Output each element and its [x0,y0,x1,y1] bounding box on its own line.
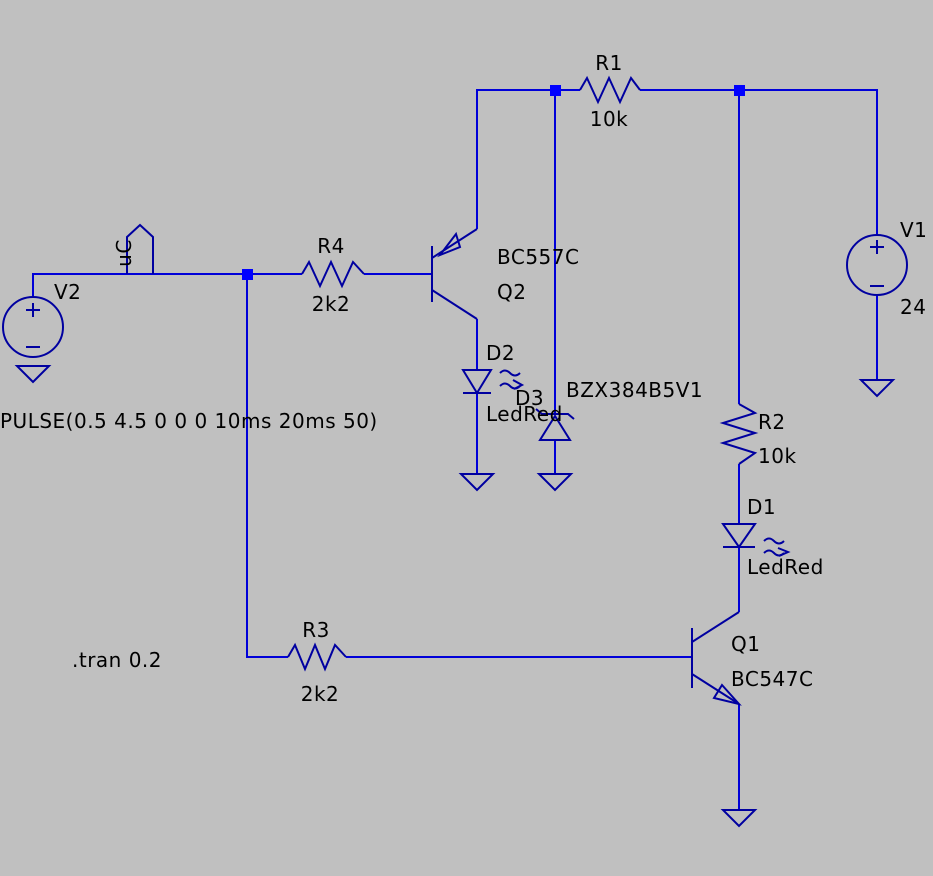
r4-name: R4 [317,234,345,258]
r3-value: 2k2 [301,682,340,706]
d2-model: LedRed [486,402,563,426]
r4-value: 2k2 [312,292,351,316]
ground-symbol [536,473,574,492]
d1-model: LedRed [747,555,824,579]
labels: R1 10k R4 2k2 R3 2k2 R2 10k BC557C Q2 Q1… [0,51,927,706]
ground-symbol [720,809,758,828]
v2-source-symbol[interactable] [2,296,64,358]
q1-name: Q1 [731,632,760,656]
r1-name: R1 [595,51,623,75]
v1-value: 24 [900,295,926,319]
d1-name: D1 [747,495,776,519]
v2-value: PULSE(0.5 4.5 0 0 0 10ms 20ms 50) [0,409,378,433]
r1-value: 10k [590,107,629,131]
d3-name: D3 [515,386,544,410]
ground-symbol [458,473,496,492]
q2-symbol[interactable] [431,228,478,320]
d3-zener-symbol[interactable] [535,408,575,441]
junctions [242,85,745,280]
junction-dot [734,85,745,96]
junction-dot [550,85,561,96]
d3-model: BZX384B5V1 [566,378,703,402]
spice-directive[interactable]: .tran 0.2 [72,648,162,672]
q2-name: Q2 [497,280,526,304]
wire-q2-emitter-to-r1[interactable] [476,89,580,229]
v2-name: V2 [54,280,81,304]
wire-r1-to-v1[interactable] [640,89,878,234]
d2-name: D2 [486,341,515,365]
d1-symbol[interactable] [721,523,791,557]
r4-symbol[interactable] [301,259,365,289]
q1-model: BC547C [731,667,813,691]
r2-name: R2 [758,410,786,434]
r2-value: 10k [758,444,797,468]
wire-v2-to-r4[interactable] [32,273,302,297]
net-label-uc: uC [112,239,136,267]
r3-symbol[interactable] [287,642,347,672]
r3-name: R3 [302,618,330,642]
r1-symbol[interactable] [579,75,641,105]
v1-source-symbol[interactable] [846,234,908,296]
q1-symbol[interactable] [691,611,742,706]
wires [32,89,878,810]
net-label-flag[interactable] [126,223,154,274]
ground-symbol [14,365,52,384]
r2-symbol[interactable] [719,403,759,465]
junction-dot [242,269,253,280]
wire-input-to-r3[interactable] [246,274,288,658]
d2-symbol[interactable] [461,369,525,395]
ground-symbol [858,379,896,398]
v1-name: V1 [900,218,927,242]
q2-model: BC557C [497,245,579,269]
